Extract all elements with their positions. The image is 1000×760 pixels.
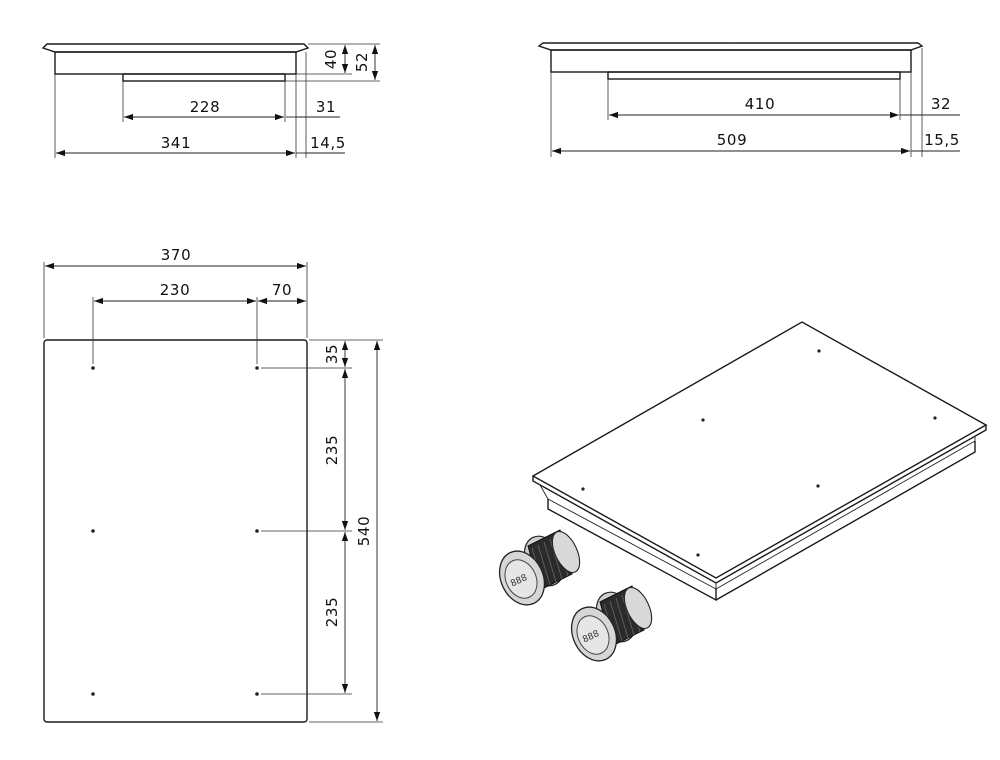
mount-hole [255,366,259,370]
mount-hole [91,692,95,696]
label-offset-b: 14,5 [310,134,346,152]
label-total-height: 540 [355,516,373,546]
label-offset-a: 31 [316,98,336,116]
hob-profile-narrow [41,43,310,82]
top-view: 370 230 70 35 235 235 540 [43,246,383,723]
label-height-a: 40 [322,49,340,69]
label-outer-width-wide: 509 [717,131,747,149]
label-outer-width: 341 [161,134,191,152]
label-hole-spacing-y2: 235 [323,597,341,627]
mount-hole [91,366,95,370]
side-view-wide: 410 32 509 15,5 [537,42,960,157]
hob-profile-wide [537,42,924,80]
label-offset-a-wide: 32 [931,95,951,113]
hob-iso-body [531,321,988,602]
label-hole-spacing-x: 230 [160,281,190,299]
control-knob-left: 888 [498,529,581,606]
label-hole-spacing-y1: 235 [323,435,341,465]
isometric-view: 888 888 [498,321,988,662]
label-height-b: 52 [353,52,371,72]
label-inner-width: 228 [190,98,220,116]
side-view-narrow: 40 52 228 31 341 14,5 [41,43,380,158]
control-knob-right: 888 [570,585,653,662]
label-total-width: 370 [161,246,191,264]
label-offset-b-wide: 15,5 [924,131,960,149]
label-inner-width-wide: 410 [745,95,775,113]
label-edge-offset-x: 70 [272,281,292,299]
mount-hole [255,692,259,696]
mount-hole [91,529,95,533]
mount-hole [255,529,259,533]
label-edge-offset-y: 35 [323,344,341,364]
